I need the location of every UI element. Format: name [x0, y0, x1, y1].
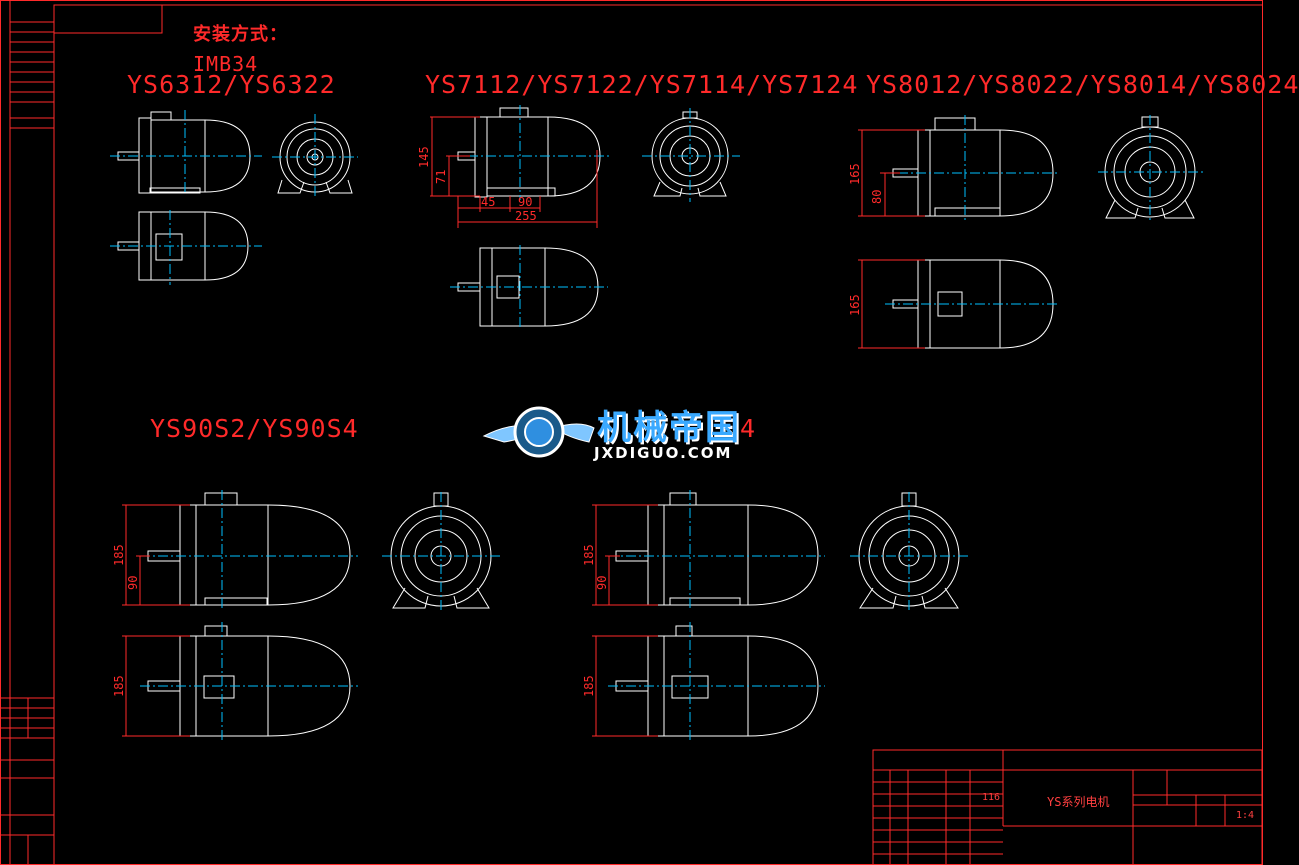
title-block-mark: 116	[982, 792, 1001, 803]
ys80-top-view	[858, 259, 1060, 349]
dim-ys90l-top: 185	[582, 675, 596, 697]
dim-ys71-height: 145	[417, 146, 431, 168]
group-label-ys63: YS6312/YS6322	[127, 70, 336, 99]
dim-ys71-b: 90	[518, 195, 532, 209]
title-block-scale: 1:4	[1236, 810, 1255, 821]
ys90l-end-view	[850, 492, 970, 612]
dim-ys90s-axis: 90	[126, 576, 140, 590]
ys71-side-view	[430, 105, 610, 228]
dim-ys90s-top: 185	[112, 675, 126, 697]
ys71-end-view	[642, 108, 740, 202]
group-label-ys80: YS8012/YS8022/YS8014/YS8024	[866, 70, 1299, 99]
dim-ys71-axis: 71	[434, 170, 448, 184]
title-block	[872, 749, 1263, 865]
watermark-name: 机械帝国	[597, 408, 741, 448]
ys90l-top-view	[592, 622, 825, 740]
dim-ys90l-axis: 90	[595, 576, 609, 590]
ys63-end-view	[272, 114, 358, 198]
dim-ys71-a: 45	[481, 195, 495, 209]
install-method-label: 安装方式：	[193, 24, 288, 45]
dim-ys90l-height: 185	[582, 544, 596, 566]
ys63-top-view	[110, 210, 262, 285]
ys90s-side-view	[122, 490, 358, 610]
dim-ys90s-height: 185	[112, 544, 126, 566]
title-block-product: YS系列电机	[1047, 795, 1110, 809]
mount-type-label: IMB34	[193, 52, 259, 76]
ys90s-end-view	[382, 492, 502, 612]
group-label-ys71: YS7112/YS7122/YS7114/YS7124	[425, 70, 859, 99]
ys80-side-view	[858, 115, 1060, 220]
dim-ys71-len: 255	[515, 209, 537, 223]
watermark-logo-icon	[482, 406, 595, 458]
ys90s-top-view	[122, 622, 358, 740]
watermark-site: JXDIGUO.COM	[594, 444, 733, 462]
dim-ys80-top: 165	[848, 294, 862, 316]
ys71-top-view	[450, 245, 608, 330]
cad-drawing-sheet: 145 71 45 90 255 165 80 165 185 90 185 1…	[0, 0, 1263, 865]
dimension-texts: 145 71 45 90 255 165 80 165 185 90 185 1…	[112, 146, 884, 697]
group-label-ys90s: YS90S2/YS90S4	[150, 414, 359, 443]
dim-ys80-height: 165	[848, 163, 862, 185]
ys90l-side-view	[592, 490, 825, 610]
dim-ys80-axis: 80	[870, 190, 884, 204]
ys63-side-view	[110, 110, 262, 195]
group-label-ys90l: 4	[740, 414, 757, 443]
ys80-end-view	[1098, 115, 1205, 222]
